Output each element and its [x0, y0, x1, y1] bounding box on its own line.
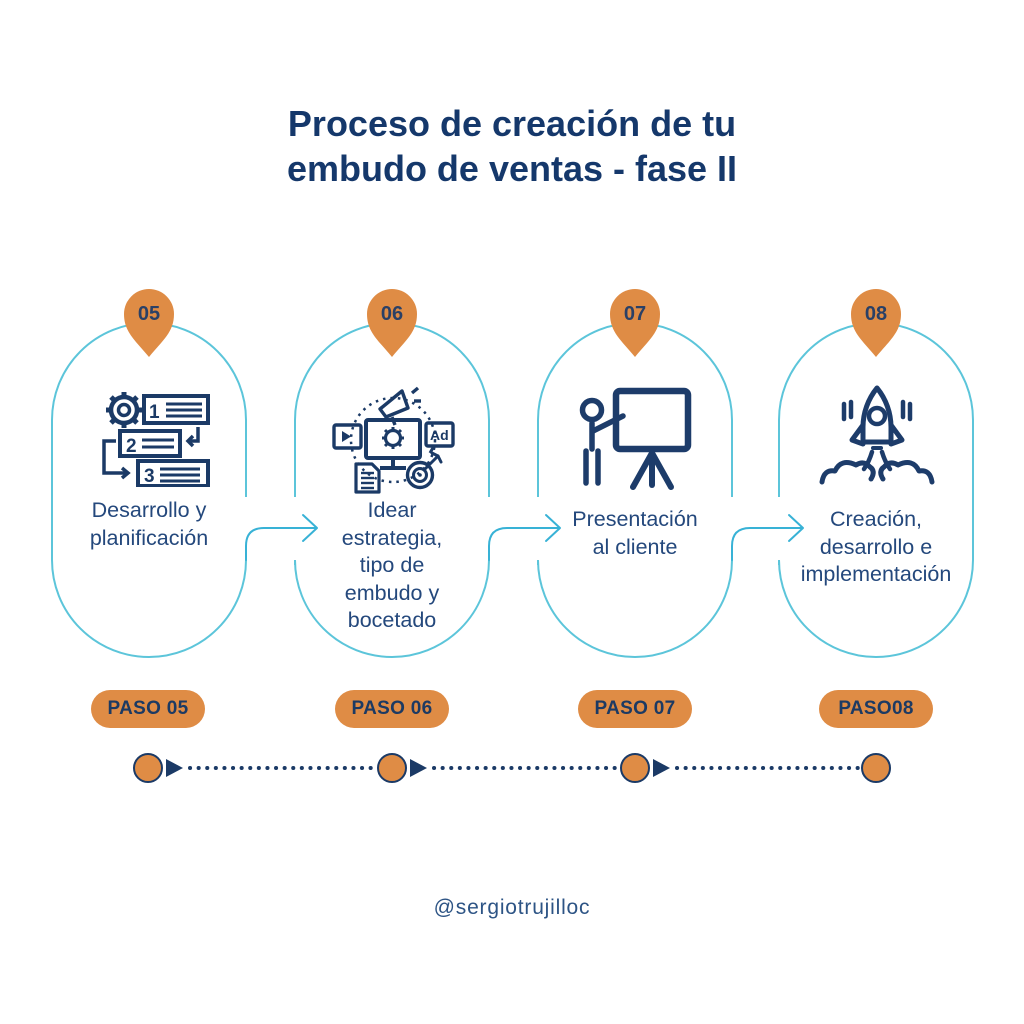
page-title: Proceso de creación de tu embudo de vent…	[0, 101, 1024, 191]
step-badge-pin-3	[610, 289, 660, 357]
step-number-3: 07	[623, 303, 647, 325]
step-label-2: Idear estrategia, tipo de embudo y bocet…	[341, 498, 443, 632]
social-handle: @sergiotrujilloc	[433, 896, 591, 919]
capsule-outline-4	[778, 322, 974, 658]
timeline-arrow-2	[410, 759, 427, 777]
planning-icon-digit-1: 1	[149, 402, 160, 423]
planning-icon-digit-2: 2	[126, 436, 137, 457]
step-label-4: Creación, desarrollo e implementación	[800, 507, 952, 586]
paso-pill-08: PASO08	[819, 690, 933, 728]
timeline-arrow-3	[653, 759, 670, 777]
timeline-node-2	[377, 753, 407, 783]
capsule-outline-1	[51, 322, 247, 658]
planning-icon: 1 2 3	[102, 392, 210, 487]
timeline-node-1	[133, 753, 163, 783]
capsule-outlines	[51, 322, 974, 658]
strategy-icon-ad-label: Ad	[430, 427, 449, 443]
step-badge-pin-4	[851, 289, 901, 357]
page-title-line2: embudo de ventas - fase II	[286, 148, 738, 189]
timeline-node-3	[620, 753, 650, 783]
step-badges	[124, 289, 901, 357]
step-number-4: 08	[864, 303, 888, 325]
step-number-2: 06	[380, 303, 404, 325]
timeline-node-4	[861, 753, 891, 783]
timeline-arrow-1	[166, 759, 183, 777]
step-number-1: 05	[137, 303, 161, 325]
step-label-3: Presentación al cliente	[572, 507, 698, 559]
timeline	[133, 753, 891, 783]
step-badge-pin-1	[124, 289, 174, 357]
paso-pill-07: PASO 07	[578, 690, 692, 728]
step-badge-pin-2	[367, 289, 417, 357]
digital-strategy-icon: Ad	[332, 386, 455, 494]
paso-pill-05: PASO 05	[91, 690, 205, 728]
planning-icon-digit-3: 3	[144, 466, 155, 487]
connector-arrow-2	[488, 514, 561, 561]
paso-pill-06: PASO 06	[335, 690, 449, 728]
presentation-icon	[579, 387, 692, 490]
connector-arrow-3	[731, 514, 804, 561]
step-label-1: Desarrollo y planificación	[89, 498, 209, 550]
rocket-launch-icon	[819, 385, 935, 485]
connector-arrow-1	[245, 514, 318, 561]
page-title-line1: Proceso de creación de tu	[287, 103, 737, 144]
